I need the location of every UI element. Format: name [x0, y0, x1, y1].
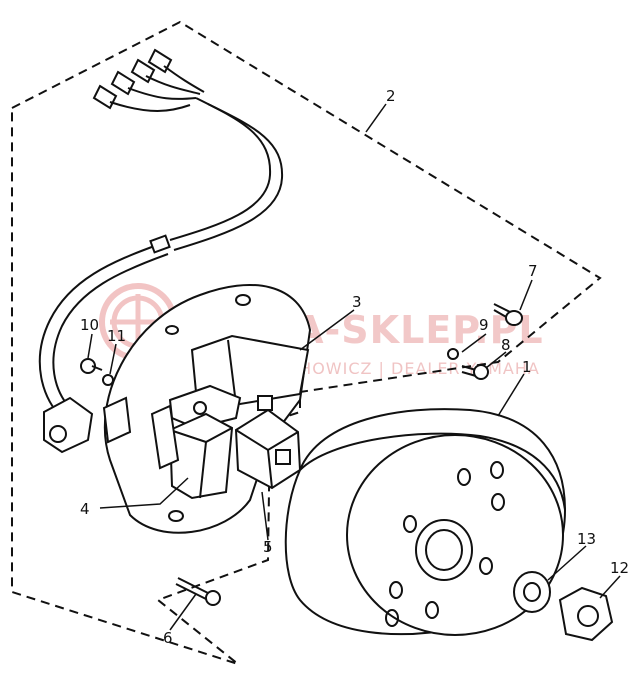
callout-3: 3	[352, 293, 362, 311]
screw-7	[493, 303, 523, 326]
callout-11: 11	[107, 327, 126, 345]
rotor-flywheel	[284, 408, 567, 636]
callout-10: 10	[80, 316, 99, 334]
callout-labels: 2 3 4 5 6 7 8 9 10 11 1 13 12	[80, 87, 629, 647]
callout-9: 9	[479, 316, 489, 334]
leader-lines	[87, 103, 621, 631]
rotor-holes	[385, 461, 505, 627]
pickup-coil	[168, 334, 310, 430]
callout-4: 4	[80, 500, 90, 518]
callout-8: 8	[501, 336, 511, 354]
callout-13: 13	[577, 530, 596, 548]
callout-5: 5	[263, 538, 273, 556]
callout-7: 7	[528, 262, 538, 280]
washer-11	[102, 374, 114, 386]
washer-9	[447, 348, 459, 360]
screw-6	[175, 577, 221, 606]
washer	[513, 571, 551, 613]
flange-nut	[558, 586, 614, 642]
screw-8	[461, 364, 489, 380]
callout-2: 2	[386, 87, 396, 105]
wire-harness	[38, 48, 284, 454]
callout-12: 12	[610, 559, 629, 577]
callout-6: 6	[163, 629, 173, 647]
callout-1: 1	[522, 358, 532, 376]
screw-10	[80, 358, 103, 374]
wire-clip	[102, 396, 132, 444]
charging-coil	[150, 404, 234, 500]
assembly-boundary-dashed	[11, 20, 602, 665]
